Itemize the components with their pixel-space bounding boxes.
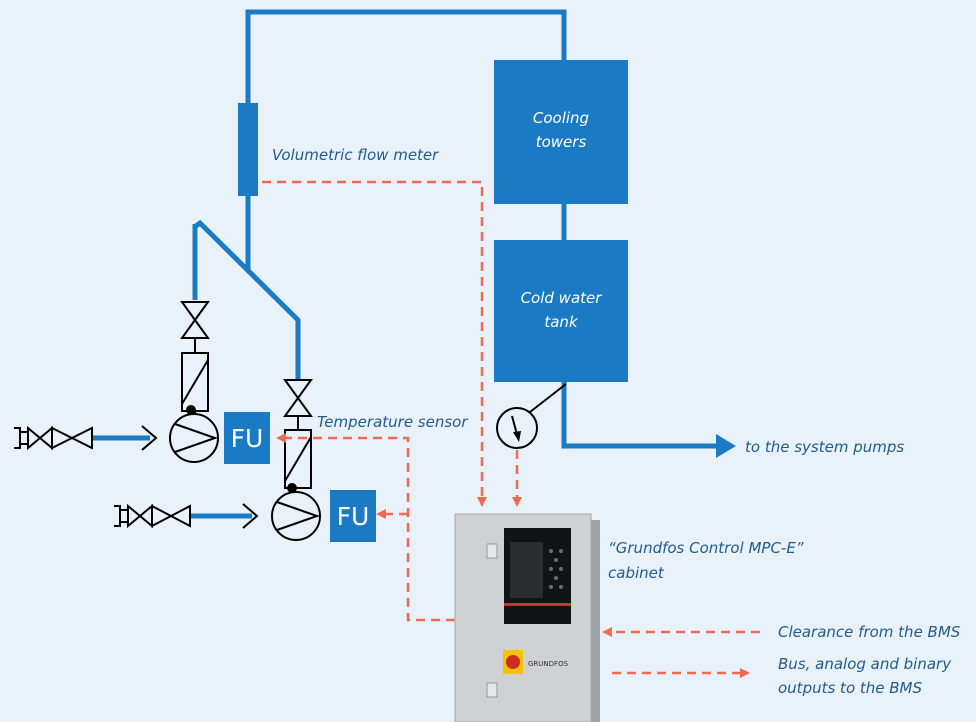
outlet-arrowhead [716,434,736,458]
outputs-label-1: Bus, analog and binary [778,655,952,673]
pipe-top-loop [245,9,567,105]
cabinet-label-2: cabinet [608,564,665,582]
pump-1-symbol [174,423,219,453]
cold-water-tank-label-1: Cold water [521,289,603,307]
pump-assembly-2 [114,379,321,541]
gauge-needle-tip [513,431,521,442]
cold-water-tank-label-2: tank [544,313,579,331]
cabinet-brand: GRUNDFOS [528,660,569,668]
cabinet-lock-top [486,543,498,559]
frequency-unit-2-box [330,490,376,542]
pipe-tank-outlet [561,382,718,449]
cooling-towers-label-2: towers [536,133,587,151]
inlet-valve-2 [114,503,191,529]
cabinet-lock-bottom [486,682,498,698]
isolation-valve-2 [283,379,313,417]
pump-1-shaft-dot [186,405,196,415]
pump-2-symbol [276,501,321,531]
signal-flow-meter [262,180,487,507]
clearance-label: Clearance from the BMS [778,623,961,641]
cooling-towers-label-1: Cooling [533,109,589,127]
flow-meter [238,103,258,196]
pump-1-inlet-chevron [141,425,158,451]
water-pipes [92,9,718,519]
cold-water-tank-box [494,240,628,382]
flow-meter-label: Volumetric flow meter [272,146,439,164]
cabinet-label-1: “Grundfos Control MPC-E” [608,539,804,557]
frequency-unit-1-label: FU [231,424,264,453]
isolation-valve-1 [180,301,210,339]
pump-1 [169,413,219,463]
pump-2 [271,491,321,541]
cooling-towers-box [494,60,628,204]
signal-to-fu1 [276,433,455,622]
frequency-unit-2-label: FU [337,502,370,531]
inlet-valve-1 [14,425,93,451]
pipe-header-diagonal [194,219,301,380]
cabinet-screen [510,542,543,598]
temperature-gauge [496,383,567,449]
temperature-sensor-label: Temperature sensor [317,413,468,431]
signal-lines [262,180,760,678]
outlet-label: to the system pumps [745,438,904,456]
control-cabinet: GRUNDFOS [454,513,600,722]
outputs-label-2: outputs to the BMS [778,679,923,697]
pump-2-shaft-dot [287,483,297,493]
pump-2-inlet-chevron [242,503,259,529]
frequency-unit-1-box [224,412,270,464]
main-switch-knob [506,655,520,669]
